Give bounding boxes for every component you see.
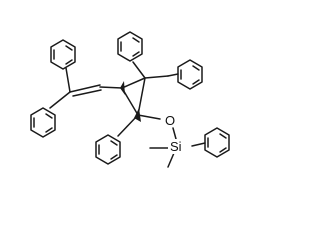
bond-c3-to-oxygen bbox=[137, 114, 161, 120]
double-bond-line-1 bbox=[69, 84, 101, 93]
bond-vinyl-to-phenyl-a bbox=[65, 67, 71, 93]
phenyl-ring-silyl bbox=[204, 127, 230, 158]
chemical-structure-diagram: O Si bbox=[30, 31, 230, 168]
bond-vinyl-to-phenyl-b bbox=[49, 91, 71, 109]
bond-si-to-phenyl bbox=[191, 142, 206, 147]
phenyl-ring-lower-left bbox=[30, 107, 56, 138]
bond-c3-to-lower-phenyl bbox=[117, 114, 139, 137]
double-bond-line-2 bbox=[72, 89, 102, 97]
cyclopropane-ring bbox=[121, 77, 146, 116]
bond-c2-to-phenyl-top bbox=[132, 61, 146, 79]
bond-si-methyl-2 bbox=[167, 152, 175, 168]
stereo-wedge-c1 bbox=[120, 81, 125, 95]
phenyl-ring-top bbox=[117, 31, 143, 62]
phenyl-ring-upper-left bbox=[50, 39, 76, 70]
silicon-atom-label: Si bbox=[170, 139, 182, 154]
bond-c2-to-phenyl-right bbox=[144, 75, 169, 79]
phenyl-ring-right bbox=[177, 59, 203, 90]
bond-oxygen-to-silicon bbox=[172, 127, 177, 140]
phenyl-ring-lower-middle bbox=[95, 134, 121, 165]
bond-vinyl-to-cyclopropane bbox=[99, 86, 123, 89]
oxygen-atom-label: O bbox=[165, 113, 175, 128]
bond-to-right-phenyl bbox=[167, 73, 179, 77]
